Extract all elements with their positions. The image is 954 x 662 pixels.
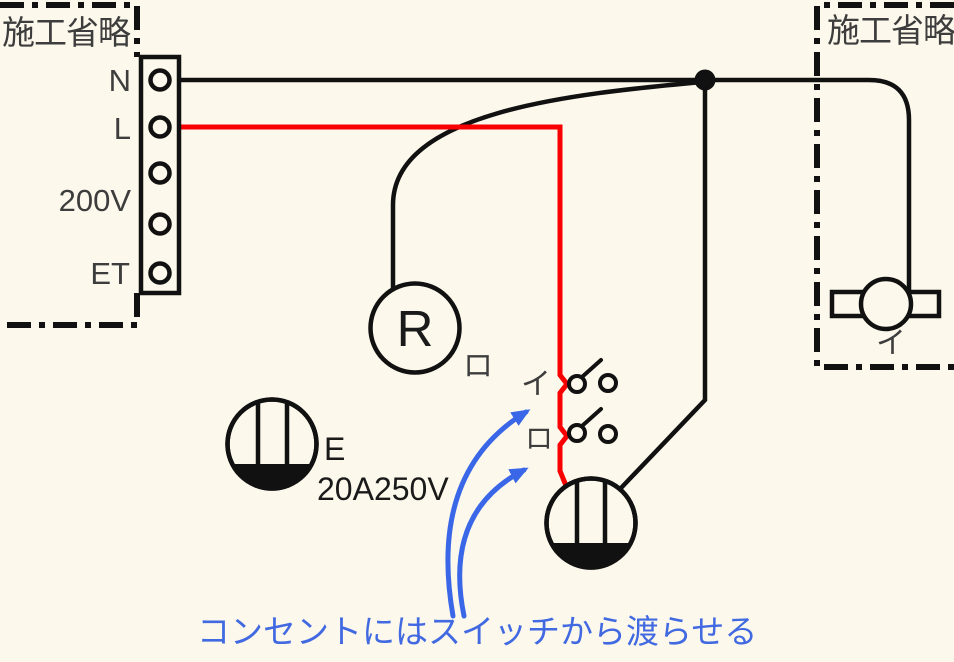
terminal-circle-et — [148, 261, 172, 285]
switch-ro-terminal-right — [598, 424, 618, 444]
outlet-20a-symbol — [225, 397, 319, 491]
terminal-circle-n — [148, 68, 172, 92]
right-omitted-panel-label: 施工省略 — [827, 12, 954, 49]
switch-i-terminal-left — [567, 374, 587, 394]
switch-i-terminal-right — [598, 373, 618, 393]
outlet-blades — [574, 481, 608, 543]
rating-label: 20A250V — [317, 471, 449, 507]
switch-feed-wire — [619, 80, 708, 490]
switch-ro-label: ロ — [525, 423, 553, 454]
switch-i-symbol — [567, 358, 618, 394]
lamp-receptacle-letter: R — [397, 300, 434, 357]
switch-i-lever — [580, 358, 603, 379]
outlet-symbol — [544, 476, 638, 570]
ceiling-light-label: イ — [876, 327, 906, 360]
switch-ro-terminal-left — [567, 423, 587, 443]
terminal-circle-l — [148, 115, 172, 139]
neutral-wire — [170, 77, 912, 294]
terminal-label-200v: 200V — [59, 183, 132, 218]
terminal-circle-200v-1 — [148, 161, 172, 185]
annotation-arrow-lower — [457, 467, 529, 619]
annotation-text: コンセントにはスイッチから渡らせる — [197, 613, 757, 650]
terminal-label-n: N — [109, 63, 131, 98]
outlet-20a-outline — [225, 397, 319, 491]
outlet-20a-blades — [255, 402, 290, 464]
switch-ro-symbol — [567, 407, 618, 444]
terminal-circle-200v-2 — [148, 212, 172, 236]
left-omitted-panel-label: 施工省略 — [2, 14, 131, 51]
live-wire — [170, 124, 571, 489]
lamp-receptacle-symbol — [368, 281, 462, 375]
annotation-arrow-upper — [445, 409, 531, 619]
outlet-outline — [544, 476, 638, 570]
ceiling-light-circle — [858, 276, 914, 332]
lamp-circuit-label: ロ — [463, 350, 493, 383]
left-omitted-panel-border — [0, 2, 140, 328]
ground-label: E — [324, 431, 345, 467]
terminal-label-et: ET — [90, 256, 130, 291]
junction-dot — [694, 69, 716, 91]
switch-ro-lever — [580, 407, 603, 428]
switch-i-label: イ — [521, 368, 551, 401]
ceiling-light-symbol — [829, 276, 942, 332]
lamp-receptacle-wire — [390, 79, 703, 291]
terminal-label-l: L — [114, 111, 131, 146]
right-omitted-panel-border — [814, 2, 954, 370]
